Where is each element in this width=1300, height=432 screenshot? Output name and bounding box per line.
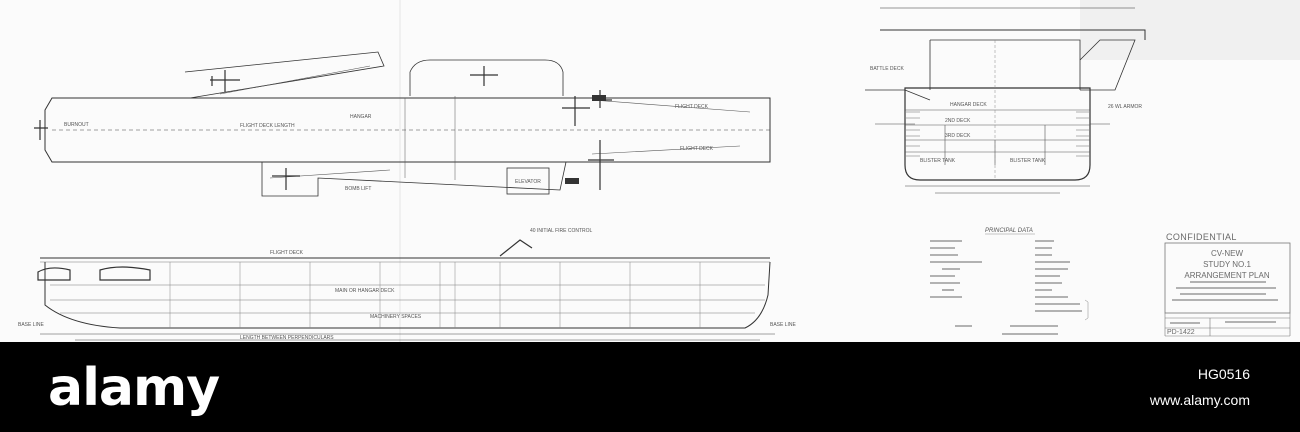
svg-text:MACHINERY SPACES: MACHINERY SPACES: [370, 314, 422, 320]
svg-text:HANGAR DECK: HANGAR DECK: [950, 102, 987, 108]
svg-text:2ND DECK: 2ND DECK: [945, 118, 971, 124]
svg-text:3RD DECK: 3RD DECK: [945, 133, 971, 139]
svg-text:BLISTER TANK: BLISTER TANK: [1010, 158, 1046, 164]
svg-text:26 WL ARMOR: 26 WL ARMOR: [1108, 104, 1142, 110]
svg-text:BOMB LIFT: BOMB LIFT: [345, 186, 371, 192]
study-label: STUDY NO.1: [1203, 260, 1251, 269]
blueprint-drawing: BURNOUT FLIGHT DECK LENGTH HANGAR FLIGHT…: [18, 0, 1300, 342]
svg-text:FLIGHT DECK: FLIGHT DECK: [270, 250, 304, 256]
drawing-sheet: BURNOUT FLIGHT DECK LENGTH HANGAR FLIGHT…: [18, 0, 1300, 342]
principal-data-table: PRINCIPAL DATA: [930, 228, 1089, 335]
drawing-title: ARRANGEMENT PLAN: [1184, 271, 1269, 280]
svg-text:BLISTER TANK: BLISTER TANK: [920, 158, 956, 164]
image-id-label: HG0516: [1197, 366, 1250, 382]
watermark-banner: alamy HG0516 www.alamy.com: [0, 342, 1300, 432]
svg-text:HANGAR: HANGAR: [350, 114, 372, 120]
svg-text:LENGTH BETWEEN PERPENDICULARS: LENGTH BETWEEN PERPENDICULARS: [240, 335, 334, 341]
title-block: CONFIDENTIAL CV-NEW STUDY NO.1 ARRANGEME…: [1164, 232, 1291, 337]
inboard-profile: FLIGHT DECK MAIN OR HANGAR DECK MACHINER…: [18, 228, 797, 341]
alamy-logo: alamy: [48, 358, 220, 418]
svg-text:BASE LINE: BASE LINE: [18, 322, 45, 328]
svg-text:MAIN OR HANGAR DECK: MAIN OR HANGAR DECK: [335, 288, 395, 294]
svg-text:BATTLE DECK: BATTLE DECK: [870, 66, 904, 72]
midship-section: HANGAR DECK 2ND DECK 3RD DECK BLISTER TA…: [865, 0, 1300, 194]
svg-text:FLIGHT DECK: FLIGHT DECK: [680, 146, 714, 152]
classification-label: CONFIDENTIAL: [1166, 232, 1237, 242]
svg-text:FLIGHT DECK: FLIGHT DECK: [675, 104, 709, 110]
svg-text:BASE LINE: BASE LINE: [770, 322, 797, 328]
svg-text:BURNOUT: BURNOUT: [64, 122, 89, 128]
drawing-number: PD-1422: [1167, 329, 1195, 336]
svg-text:ELEVATOR: ELEVATOR: [515, 179, 541, 185]
project-label: CV-NEW: [1211, 249, 1243, 258]
site-url-label: www.alamy.com: [1149, 392, 1250, 408]
flight-deck-plan: BURNOUT FLIGHT DECK LENGTH HANGAR FLIGHT…: [34, 51, 771, 197]
svg-text:40 INITIAL FIRE CONTROL: 40 INITIAL FIRE CONTROL: [530, 228, 593, 234]
principal-data-heading: PRINCIPAL DATA: [985, 228, 1033, 234]
svg-text:FLIGHT DECK LENGTH: FLIGHT DECK LENGTH: [240, 123, 295, 129]
